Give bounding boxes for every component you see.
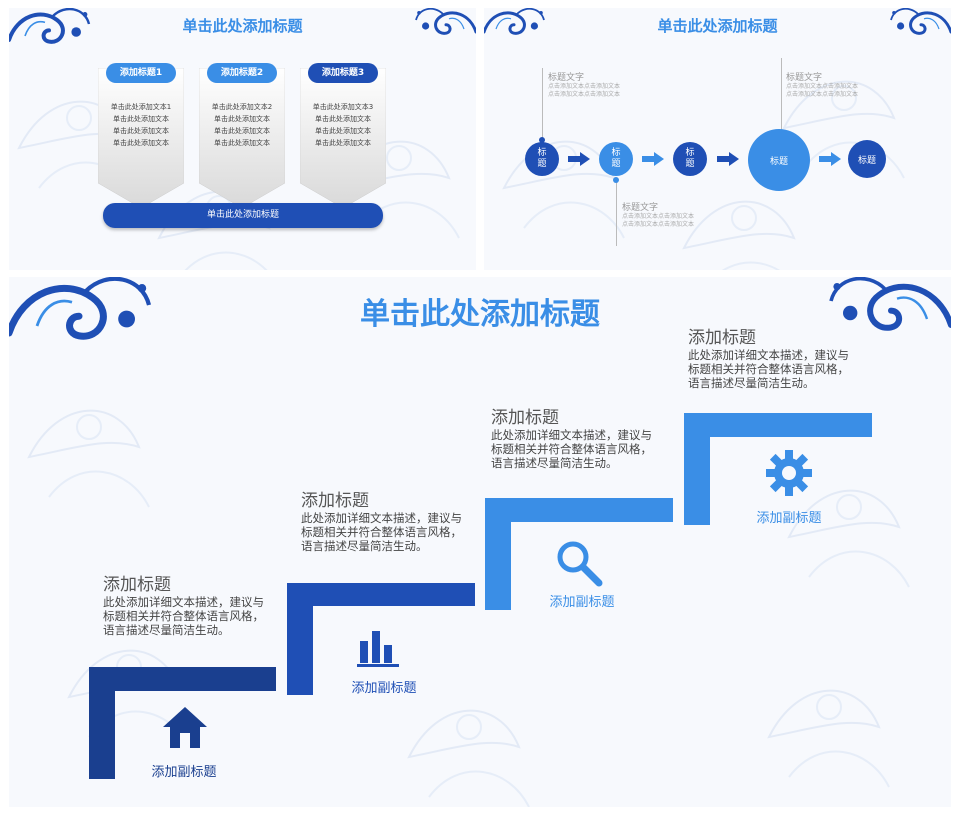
connector-line — [542, 68, 543, 141]
step-2-text: 添加标题 此处添加详细文本描述，建议与 标题相关并符合整体语言风格， 语言描述尽… — [301, 491, 462, 553]
step-subtitle[interactable]: 添加副标题 — [151, 765, 217, 780]
step-description[interactable]: 此处添加详细文本描述，建议与 标题相关并符合整体语言风格， 语言描述尽量简洁生动… — [301, 511, 462, 553]
slide-title[interactable]: 单击此处添加标题 — [360, 297, 600, 332]
process-node-2[interactable]: 标 题 — [599, 142, 633, 176]
slide-title[interactable]: 单击此处添加标题 — [182, 17, 303, 35]
bar-chart-icon — [357, 631, 399, 667]
card-1-label[interactable]: 添加标题1 — [106, 63, 176, 83]
step-title[interactable]: 添加标题 — [688, 328, 756, 348]
process-node-5[interactable]: 标题 — [848, 140, 886, 178]
connector-dot — [539, 137, 545, 143]
card-1-text: 单击此处添加文本1 单击此处添加文本 单击此处添加文本 单击此处添加文本 — [98, 101, 184, 149]
card-line: 单击此处添加文本 — [113, 139, 169, 147]
step-subtitle[interactable]: 添加副标题 — [549, 595, 615, 610]
card-line: 单击此处添加文本 — [214, 127, 270, 135]
arrow-right-icon — [819, 152, 841, 166]
card-line: 单击此处添加文本 — [315, 115, 371, 123]
note-3: 标题文字 点击添加文本点击添加文本 点击添加文本点击添加文本 — [622, 200, 694, 229]
connector-dot — [613, 177, 619, 183]
card-line: 单击此处添加文本 — [113, 127, 169, 135]
slide-steps: 单击此处添加标题 添加标题 此处添加详细文本描述，建议与 标题相关并符合整体语言… — [9, 277, 951, 807]
note-body[interactable]: 点击添加文本点击添加文本 点击添加文本点击添加文本 — [548, 83, 621, 98]
step-description[interactable]: 此处添加详细文本描述，建议与 标题相关并符合整体语言风格， 语言描述尽量简洁生动… — [491, 428, 652, 470]
connector-line — [616, 180, 617, 246]
note-body[interactable]: 点击添加文本点击添加文本 点击添加文本点击添加文本 — [622, 213, 695, 228]
slide-cards: 单击此处添加标题 添加标题1 单击此处添加文本1 单击此处添加文本 单击此处添加… — [9, 8, 476, 270]
bottom-bar[interactable]: 单击此处添加标题 — [103, 203, 383, 228]
step-description[interactable]: 此处添加详细文本描述，建议与 标题相关并符合整体语言风格， 语言描述尽量简洁生动… — [688, 348, 849, 390]
step-title[interactable]: 添加标题 — [301, 491, 369, 511]
note-heading[interactable]: 标题文字 — [622, 203, 659, 213]
card-line: 单击此处添加文本 — [315, 127, 371, 135]
card-shape — [98, 68, 184, 208]
step-title[interactable]: 添加标题 — [103, 575, 171, 595]
note-heading[interactable]: 标题文字 — [786, 73, 823, 83]
card-line: 单击此处添加文本 — [214, 115, 270, 123]
card-line: 单击此处添加文本1 — [110, 103, 172, 111]
step-subtitle[interactable]: 添加副标题 — [756, 511, 822, 526]
gear-icon — [766, 450, 812, 496]
card-line: 单击此处添加文本 — [113, 115, 169, 123]
step-description[interactable]: 此处添加详细文本描述，建议与 标题相关并符合整体语言风格， 语言描述尽量简洁生动… — [103, 595, 264, 637]
step-4-text: 添加标题 此处添加详细文本描述，建议与 标题相关并符合整体语言风格， 语言描述尽… — [688, 328, 849, 390]
note-body[interactable]: 点击添加文本点击添加文本 点击添加文本点击添加文本 — [786, 83, 859, 98]
search-icon — [557, 541, 603, 587]
card-line: 单击此处添加文本3 — [312, 103, 374, 111]
card-line: 单击此处添加文本 — [315, 139, 371, 147]
staircase-shapes — [89, 413, 872, 779]
slide-title[interactable]: 单击此处添加标题 — [657, 17, 778, 35]
process-node-4[interactable]: 标题 — [748, 129, 810, 191]
card-2-text: 单击此处添加文本2 单击此处添加文本 单击此处添加文本 单击此处添加文本 — [199, 101, 285, 149]
floral-background — [484, 8, 951, 270]
home-icon — [163, 707, 207, 748]
card-2-label[interactable]: 添加标题2 — [207, 63, 277, 83]
step-1-text: 添加标题 此处添加详细文本描述，建议与 标题相关并符合整体语言风格， 语言描述尽… — [103, 575, 264, 637]
card-line: 单击此处添加文本2 — [211, 103, 273, 111]
step-3-text: 添加标题 此处添加详细文本描述，建议与 标题相关并符合整体语言风格， 语言描述尽… — [491, 408, 652, 470]
note-2: 标题文字 点击添加文本点击添加文本 点击添加文本点击添加文本 — [786, 70, 858, 99]
connector-line — [781, 58, 782, 136]
arrow-right-icon — [568, 152, 590, 166]
slide-process: 单击此处添加标题 标题文字 点击添加文本点击添加文本 点击添加文本点击添加文本 … — [484, 8, 951, 270]
card-3-text: 单击此处添加文本3 单击此处添加文本 单击此处添加文本 单击此处添加文本 — [300, 101, 386, 149]
card-shape — [300, 68, 386, 208]
note-heading[interactable]: 标题文字 — [548, 73, 585, 83]
card-3-label[interactable]: 添加标题3 — [308, 63, 378, 83]
step-subtitle[interactable]: 添加副标题 — [351, 681, 417, 696]
arrow-right-icon — [717, 152, 739, 166]
card-line: 单击此处添加文本 — [214, 139, 270, 147]
process-node-1[interactable]: 标 题 — [525, 142, 559, 176]
process-node-3[interactable]: 标 题 — [673, 142, 707, 176]
arrow-right-icon — [642, 152, 664, 166]
step-title[interactable]: 添加标题 — [491, 408, 559, 428]
card-shape — [199, 68, 285, 208]
note-1: 标题文字 点击添加文本点击添加文本 点击添加文本点击添加文本 — [548, 70, 620, 99]
